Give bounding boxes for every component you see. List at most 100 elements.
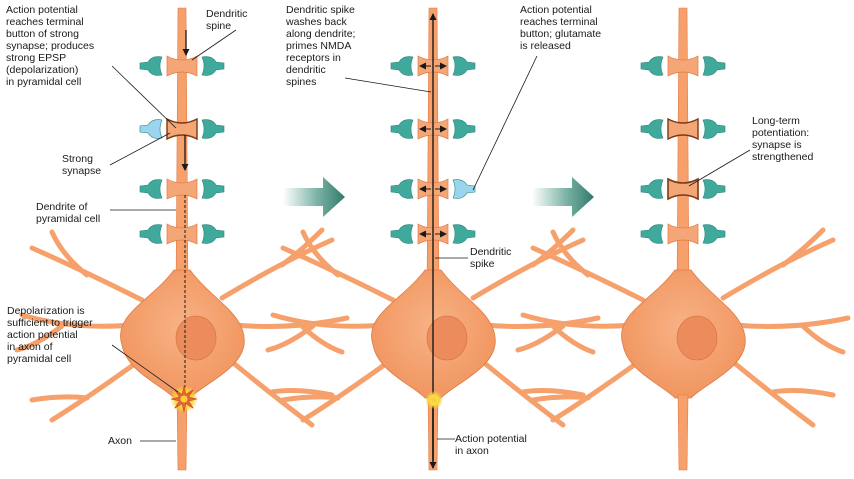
terminal-button-right-3	[201, 179, 225, 199]
apical-dendrite	[676, 7, 690, 291]
terminal-button-right-1	[452, 56, 476, 76]
terminal-button-left-1	[390, 56, 414, 76]
dendritic-spine-1	[667, 55, 699, 77]
terminal-button-left-4	[139, 224, 163, 244]
terminal-button-left-3-shape	[390, 179, 414, 199]
terminal-button-left-2	[640, 119, 664, 139]
terminal-button-right-4-shape	[452, 224, 476, 244]
spike-core	[431, 397, 437, 403]
terminal-button-left-4-shape	[390, 224, 414, 244]
basal-dendrite-1	[29, 229, 145, 303]
basal-dendrite-4	[720, 227, 836, 301]
terminal-button-left-4-shape	[640, 224, 664, 244]
dendritic-spine-1	[166, 55, 198, 77]
leader-depolarization	[111, 344, 179, 393]
label-dendritic-spine: Dendritic spine	[206, 8, 248, 32]
basal-dendrite-3	[530, 352, 651, 423]
panel2-annotations	[344, 13, 538, 469]
basal-dendrite-4	[470, 227, 586, 301]
terminal-button-right-3-shape	[452, 179, 476, 199]
terminal-button-left-2-shape	[640, 119, 664, 139]
terminal-button-right-4	[452, 224, 476, 244]
terminal-button-right-3-shape	[702, 179, 726, 199]
terminal-button-left-3	[640, 179, 664, 199]
panel3-annotations	[667, 117, 751, 201]
terminal-button-left-4	[390, 224, 414, 244]
leader-ltp	[688, 149, 751, 187]
leader-ap-strong	[111, 65, 177, 129]
nucleus	[676, 315, 718, 361]
terminal-button-right-1-shape	[452, 56, 476, 76]
nucleus	[175, 315, 217, 361]
basal-dendrite-2	[515, 312, 636, 353]
leader-spike-washes	[344, 77, 432, 93]
strong-synapse-outline	[166, 117, 198, 141]
dendritic-spine-4	[166, 223, 198, 245]
terminal-button-right-4-shape	[201, 224, 225, 244]
leader-strong-synapse	[109, 132, 171, 166]
leader-glutamate	[472, 55, 538, 191]
terminal-button-right-2-shape	[702, 119, 726, 139]
basal-dendrite-5	[732, 315, 851, 355]
terminal-button-right-1	[702, 56, 726, 76]
label-depolarization: Depolarization is sufficient to trigger …	[7, 305, 93, 365]
terminal-button-left-3-shape	[139, 179, 163, 199]
leader-dendritic-spine	[191, 29, 237, 61]
basal-dendrite-6	[718, 349, 836, 428]
terminal-button-right-4-shape	[702, 224, 726, 244]
terminal-button-right-2	[201, 119, 225, 139]
label-glutamate-released: Action potential reaches terminal button…	[520, 4, 602, 52]
terminal-button-left-1	[640, 56, 664, 76]
label-ap-strong-synapse: Action potential reaches terminal button…	[6, 4, 95, 88]
terminal-button-right-3	[702, 179, 726, 199]
label-dendrite-of-pyramidal-cell: Dendrite of pyramidal cell	[36, 201, 101, 225]
terminal-button-left-2	[139, 119, 163, 139]
terminal-button-left-2-shape	[390, 119, 414, 139]
terminal-button-left-1	[139, 56, 163, 76]
terminal-button-right-2	[452, 119, 476, 139]
terminal-button-left-4-shape	[139, 224, 163, 244]
terminal-button-left-2-shape	[139, 119, 163, 139]
terminal-button-right-4	[702, 224, 726, 244]
terminal-button-left-1-shape	[640, 56, 664, 76]
basal-dendrite-3	[280, 352, 401, 423]
label-axon: Axon	[108, 435, 132, 447]
terminal-button-right-1-shape	[201, 56, 225, 76]
nucleus	[426, 315, 468, 361]
terminal-button-right-1-shape	[702, 56, 726, 76]
basal-dendrite-4	[219, 227, 335, 301]
spike-core	[180, 395, 188, 403]
label-long-term-potentiation: Long-term potentiation: synapse is stren…	[752, 115, 814, 163]
terminal-button-right-2-shape	[452, 119, 476, 139]
terminal-button-right-3-shape	[201, 179, 225, 199]
neuron-panel-1	[14, 7, 350, 471]
terminal-button-left-3	[139, 179, 163, 199]
terminal-button-left-2	[390, 119, 414, 139]
basal-dendrite-2	[265, 312, 386, 353]
axon	[677, 394, 689, 471]
terminal-button-left-3	[390, 179, 414, 199]
terminal-button-right-2	[702, 119, 726, 139]
label-dendritic-spike: Dendritic spike	[470, 246, 512, 270]
dendritic-spine-3	[166, 178, 198, 200]
neuron-panel-3	[515, 7, 851, 471]
label-action-potential-in-axon: Action potential in axon	[455, 433, 527, 457]
terminal-button-right-3	[452, 179, 476, 199]
transition-arrow-2	[532, 177, 594, 217]
strengthened-synapse	[667, 177, 699, 201]
basal-dendrite-1	[530, 229, 646, 303]
dendritic-spine-4	[667, 223, 699, 245]
terminal-button-left-3-shape	[640, 179, 664, 199]
terminal-button-right-4	[201, 224, 225, 244]
strengthened-spine-upper	[667, 117, 699, 141]
terminal-button-left-1-shape	[390, 56, 414, 76]
basal-dendrite-1	[280, 229, 396, 303]
label-dendritic-spike-washes-back: Dendritic spike washes back along dendri…	[286, 4, 356, 88]
basal-dendrite-2	[14, 312, 135, 353]
terminal-button-right-1	[201, 56, 225, 76]
terminal-button-left-4	[640, 224, 664, 244]
label-strong-synapse: Strong synapse	[62, 153, 102, 177]
terminal-button-right-2-shape	[201, 119, 225, 139]
terminal-button-left-1-shape	[139, 56, 163, 76]
